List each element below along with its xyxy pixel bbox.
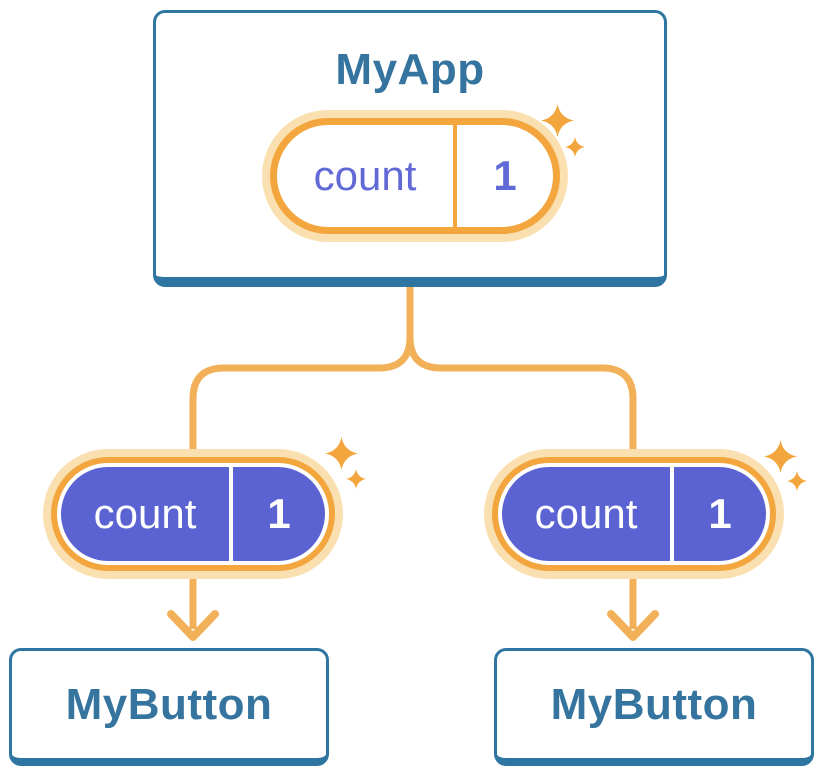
- mybutton-component-card-right: MyButton: [494, 648, 814, 766]
- mybutton-component-card-left: MyButton: [9, 648, 329, 766]
- state-pill-ring: count 1: [51, 457, 335, 571]
- state-pill-left: count 1: [43, 449, 343, 579]
- component-title-mybutton: MyButton: [550, 679, 758, 729]
- state-pill-ring: count 1: [270, 118, 560, 234]
- connector-right-branch: [406, 284, 637, 629]
- arrow-down-right-icon: [607, 610, 659, 641]
- component-title-mybutton: MyButton: [65, 679, 273, 729]
- component-title-myapp: MyApp: [335, 45, 485, 94]
- state-pill-body: count 1: [502, 467, 766, 561]
- pill-divider: [453, 125, 457, 227]
- state-pill-ring: count 1: [492, 457, 776, 571]
- sparkle-icon: [325, 437, 358, 470]
- state-pill-body: count 1: [61, 467, 325, 561]
- pill-divider: [229, 467, 233, 561]
- state-name-label: count: [93, 490, 197, 537]
- state-name-label: count: [534, 490, 638, 537]
- state-value-label: 1: [708, 490, 732, 537]
- state-name-label: count: [313, 152, 417, 199]
- arrow-down-left-icon: [167, 610, 219, 641]
- sparkle-icon: [541, 104, 574, 137]
- pill-divider: [670, 467, 674, 561]
- sparkle-icon: [787, 471, 807, 491]
- sparkle-icon: [565, 137, 585, 157]
- sparkle-icon: [346, 469, 366, 489]
- state-pill-right: count 1: [484, 449, 784, 579]
- sparkle-icon: [764, 440, 797, 473]
- state-value-label: 1: [267, 490, 291, 537]
- state-value-label: 1: [493, 152, 517, 199]
- state-pill-root: count 1: [262, 110, 568, 242]
